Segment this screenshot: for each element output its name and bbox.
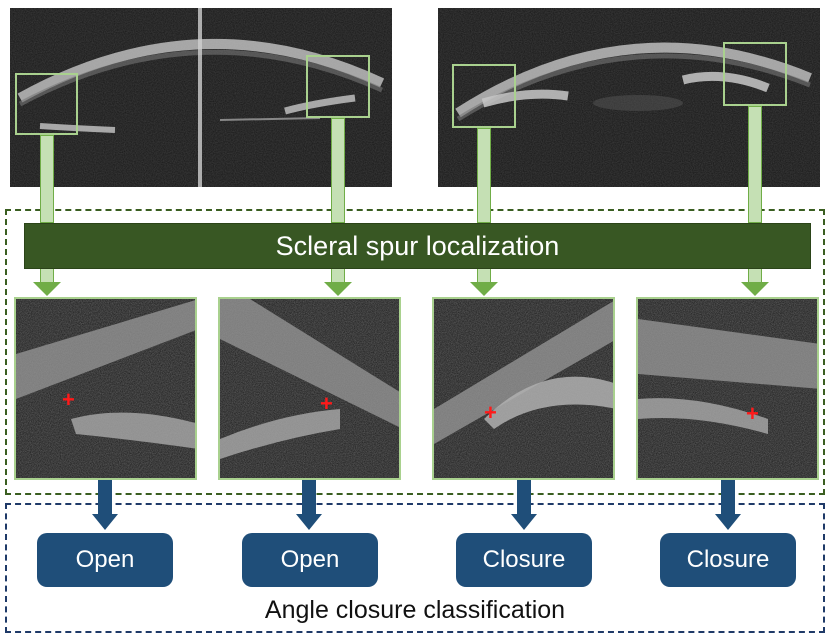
roi-box-4 bbox=[723, 42, 787, 106]
label-closure-2: Closure bbox=[660, 533, 796, 587]
angle-closure-classification-title: Angle closure classification bbox=[264, 596, 566, 624]
arrow-shaft-2 bbox=[331, 118, 345, 223]
blue-arrow-shaft-3 bbox=[517, 480, 531, 516]
arrow-head-lower-2 bbox=[324, 282, 352, 296]
scleral-spur-localization-bar: Scleral spur localization bbox=[24, 223, 811, 269]
roi-box-3 bbox=[452, 64, 516, 128]
scleral-spur-marker-2: + bbox=[320, 391, 333, 416]
blue-arrow-shaft-2 bbox=[302, 480, 316, 516]
scleral-spur-marker-3: + bbox=[484, 400, 497, 425]
roi-box-1 bbox=[15, 73, 78, 135]
blue-arrow-head-4 bbox=[715, 514, 741, 530]
arrow-shaft-1 bbox=[40, 135, 54, 223]
cropped-panel-3 bbox=[432, 297, 615, 480]
arrow-head-lower-1 bbox=[33, 282, 61, 296]
classification-stage-box bbox=[5, 503, 825, 633]
blue-arrow-shaft-4 bbox=[721, 480, 735, 516]
cropped-panel-2 bbox=[218, 297, 401, 480]
blue-arrow-shaft-1 bbox=[98, 480, 112, 516]
oct-scan-left bbox=[10, 8, 392, 187]
scleral-spur-marker-4: + bbox=[746, 401, 759, 426]
arrow-shaft-4 bbox=[748, 106, 762, 223]
blue-arrow-head-3 bbox=[511, 514, 537, 530]
label-open-2: Open bbox=[242, 533, 378, 587]
scleral-spur-marker-1: + bbox=[62, 387, 75, 412]
arrow-head-lower-4 bbox=[741, 282, 769, 296]
label-open-1: Open bbox=[37, 533, 173, 587]
localization-stage-box bbox=[5, 209, 825, 495]
arrow-shaft-3 bbox=[477, 128, 491, 223]
blue-arrow-head-2 bbox=[296, 514, 322, 530]
blue-arrow-head-1 bbox=[92, 514, 118, 530]
cropped-panel-4 bbox=[636, 297, 819, 480]
cropped-panel-1 bbox=[14, 297, 197, 480]
roi-box-2 bbox=[306, 55, 370, 118]
arrow-head-lower-3 bbox=[470, 282, 498, 296]
label-closure-1: Closure bbox=[456, 533, 592, 587]
